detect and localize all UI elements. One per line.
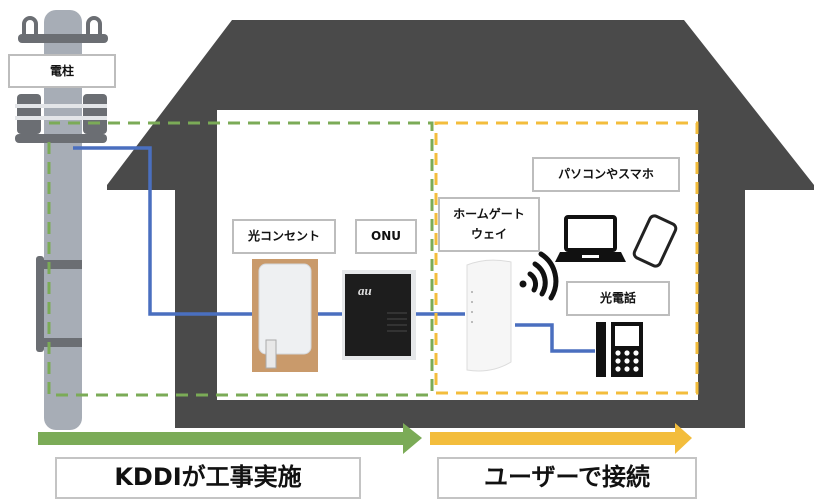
home-gateway-label-line1: ホームゲート <box>453 207 525 222</box>
onu-device: au <box>342 270 416 360</box>
home-gateway-label-line2: ウェイ <box>470 226 507 241</box>
pc-smartphone-label: パソコンやスマホ <box>532 157 680 192</box>
phone-line <box>515 323 595 353</box>
kddi-arrow <box>38 423 422 454</box>
kddi-legend-label: KDDIが工事実施 <box>55 457 361 499</box>
laptop-icon <box>555 215 626 262</box>
pole-label: 電柱 <box>8 54 116 88</box>
kddi-area-boundary <box>47 121 434 397</box>
phone-icon <box>596 322 643 377</box>
home-gateway-device <box>466 259 512 372</box>
smartphone-icon <box>632 214 678 268</box>
house-floor <box>175 400 745 428</box>
user-legend-label: ユーザーで接続 <box>437 457 697 499</box>
svg-text:au: au <box>358 283 372 298</box>
home-gateway-label: ホームゲート ウェイ <box>438 197 540 252</box>
user-area-boundary <box>434 121 699 395</box>
utility-pole <box>15 10 108 430</box>
optical-phone-label: 光電話 <box>566 281 670 316</box>
optical-outlet-label: 光コンセント <box>232 219 336 254</box>
wifi-icon <box>519 251 559 301</box>
optical-outlet-device <box>252 259 318 372</box>
user-arrow <box>430 423 692 454</box>
fiber-line-pole-to-outlet <box>73 146 255 316</box>
onu-label: ONU <box>355 219 417 254</box>
